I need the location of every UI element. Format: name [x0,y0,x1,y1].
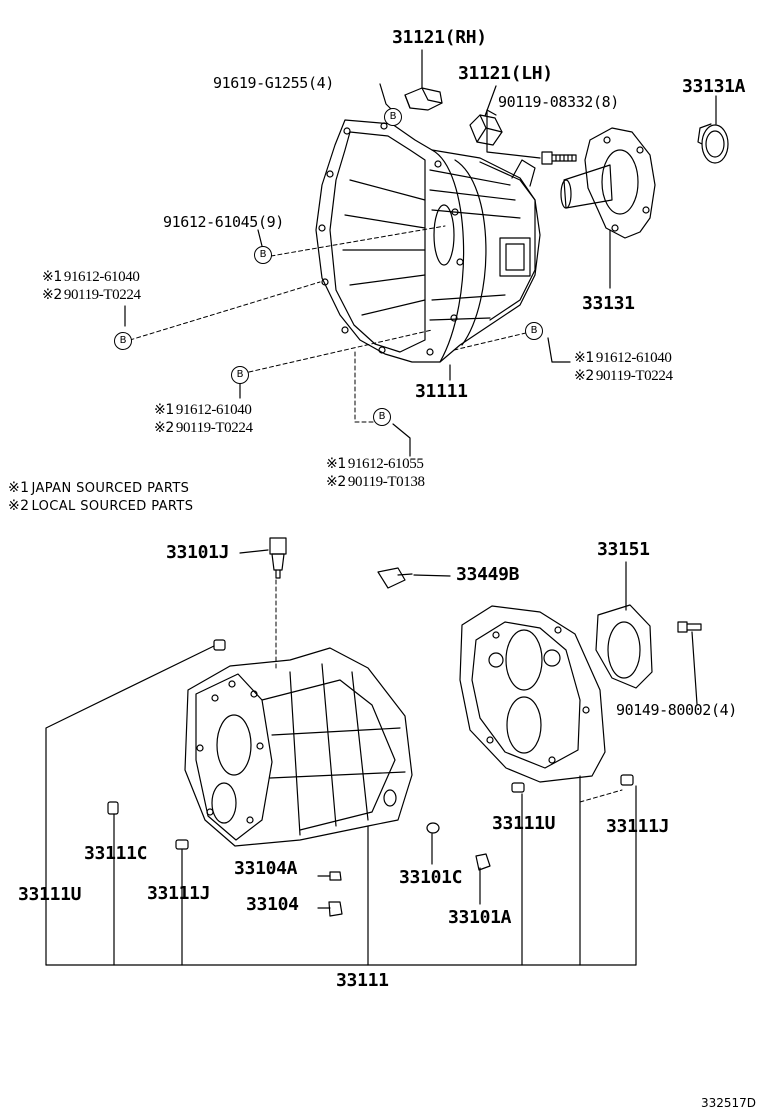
part-number[interactable]: 91612-61040 [63,269,140,285]
note1-marker: ※1 [154,402,174,418]
part-label-90149[interactable]: 90149-80002(4) [616,701,737,719]
bolt-drawing [541,151,577,165]
part-label-33101a[interactable]: 33101A [448,907,512,928]
part-number[interactable]: 90119-T0224 [595,368,673,384]
cap-lh-drawing [469,114,503,146]
part-label-33101c[interactable]: 33101C [399,867,463,888]
bolt-marker-b[interactable]: B [254,246,272,264]
note2-marker: ※2 [8,498,30,514]
oil-seal-drawing [697,123,729,164]
part-label-33111j[interactable]: 33111J [606,816,670,837]
clip-drawing [377,567,413,589]
part-label-33111u[interactable]: 33111U [18,884,82,905]
part-label-33449b[interactable]: 33449B [456,564,520,585]
legend-local: LOCAL SOURCED PARTS [31,499,194,514]
lower-dashed-lines [275,579,623,803]
part-label-31121-rh[interactable]: 31121(RH) [392,27,487,48]
part-label-33104a[interactable]: 33104A [234,858,298,879]
bolt-marker-b[interactable]: B [525,322,543,340]
note2-marker: ※2 [574,368,594,384]
bearing-retainer-drawing [560,127,656,239]
sensor-drawing [269,537,287,579]
legend-japan: JAPAN SOURCED PARTS [31,481,190,496]
upper-leaders [124,49,717,457]
part-label-31121-lh[interactable]: 31121(LH) [458,63,553,84]
part-label-91612-61045[interactable]: 91612-61045(9) [163,213,284,231]
bolt-marker-b[interactable]: B [373,408,391,426]
extension-plate-drawing [459,605,606,783]
part-label-90119-08332[interactable]: 90119-08332(8) [498,93,619,111]
part-number[interactable]: 91612-61055 [347,456,424,472]
part-number[interactable]: 90119-T0224 [63,287,141,303]
part-label-33151[interactable]: 33151 [597,539,650,560]
diagram-code: 332517D [701,1096,757,1110]
bolt-marker-b[interactable]: B [114,332,132,350]
note1-marker: ※1 [574,350,594,366]
part-label-33111c[interactable]: 33111C [84,843,148,864]
part-label-33111[interactable]: 33111 [336,970,389,991]
clutch-housing-drawing [315,119,541,363]
transmission-case-drawing [184,647,413,847]
part-label-33101j[interactable]: 33101J [166,542,230,563]
part-label-33131a[interactable]: 33131A [682,76,746,97]
part-number[interactable]: 91612-61040 [595,350,672,366]
note1-marker: ※1 [42,269,62,285]
part-label-33131[interactable]: 33131 [582,293,635,314]
retainer-ring-drawing [595,604,653,689]
part-label-91619[interactable]: 91619-G1255(4) [213,74,334,92]
cap-rh-drawing [404,87,443,111]
part-label-33111j[interactable]: 33111J [147,883,211,904]
bolt-90149-drawing [677,621,702,633]
upper-dashed-lines [129,225,531,423]
note2-marker: ※2 [326,474,346,490]
part-number[interactable]: 90119-T0138 [347,474,425,490]
note2-marker: ※2 [154,420,174,436]
note2-marker: ※2 [42,287,62,303]
part-label-31111[interactable]: 31111 [415,381,468,402]
note1-marker: ※1 [326,456,346,472]
lower-leaders [45,549,698,966]
part-label-33104[interactable]: 33104 [246,894,299,915]
part-label-33111u[interactable]: 33111U [492,813,556,834]
part-number[interactable]: 91612-61040 [175,402,252,418]
part-number[interactable]: 90119-T0224 [175,420,253,436]
note1-marker: ※1 [8,480,30,496]
bolt-marker-b[interactable]: B [231,366,249,384]
small-parts-drawing [107,639,634,917]
bolt-marker-b[interactable]: B [384,108,402,126]
